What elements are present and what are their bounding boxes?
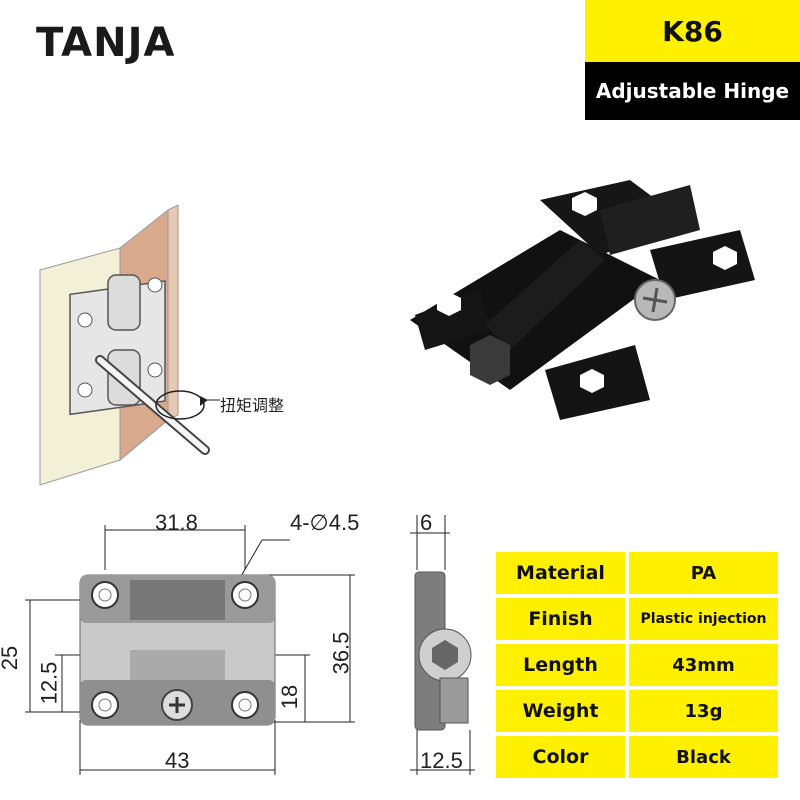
- dim-hole: 4-∅4.5: [290, 510, 360, 535]
- spec-row-finish: Finish Plastic injection: [496, 598, 778, 640]
- torque-adjust-label: 扭矩调整: [220, 396, 285, 415]
- spec-value: Black: [629, 736, 778, 778]
- spec-label: Length: [496, 644, 625, 686]
- dim-height-18: 18: [277, 684, 303, 710]
- dim-side-thickness: 6: [420, 510, 433, 535]
- spec-row-length: Length 43mm: [496, 644, 778, 686]
- hinge-photo: [410, 180, 755, 420]
- brand-logo: TANJA: [36, 20, 176, 66]
- technical-drawing: [25, 515, 475, 775]
- dim-width: 43: [165, 748, 190, 773]
- dim-height-total: 36.5: [328, 631, 354, 675]
- spec-value: 43mm: [629, 644, 778, 686]
- product-code-badge: K86: [585, 0, 800, 62]
- specs-table: Material PA Finish Plastic injection Len…: [492, 548, 782, 782]
- spec-label: Finish: [496, 598, 625, 640]
- spec-value: PA: [629, 552, 778, 594]
- spec-value: 13g: [629, 690, 778, 732]
- spec-label: Color: [496, 736, 625, 778]
- dim-top-width: 31.8: [155, 510, 198, 535]
- dim-side-width: 12.5: [420, 748, 463, 773]
- spec-label: Weight: [496, 690, 625, 732]
- spec-label: Material: [496, 552, 625, 594]
- dim-height-25: 25: [0, 645, 23, 671]
- dim-height-12-5: 12.5: [36, 661, 62, 705]
- installation-illustration: [39, 204, 220, 486]
- spec-value: Plastic injection: [629, 598, 778, 640]
- spec-row-material: Material PA: [496, 552, 778, 594]
- spec-row-color: Color Black: [496, 736, 778, 778]
- product-name-badge: Adjustable Hinge: [585, 62, 800, 120]
- spec-row-weight: Weight 13g: [496, 690, 778, 732]
